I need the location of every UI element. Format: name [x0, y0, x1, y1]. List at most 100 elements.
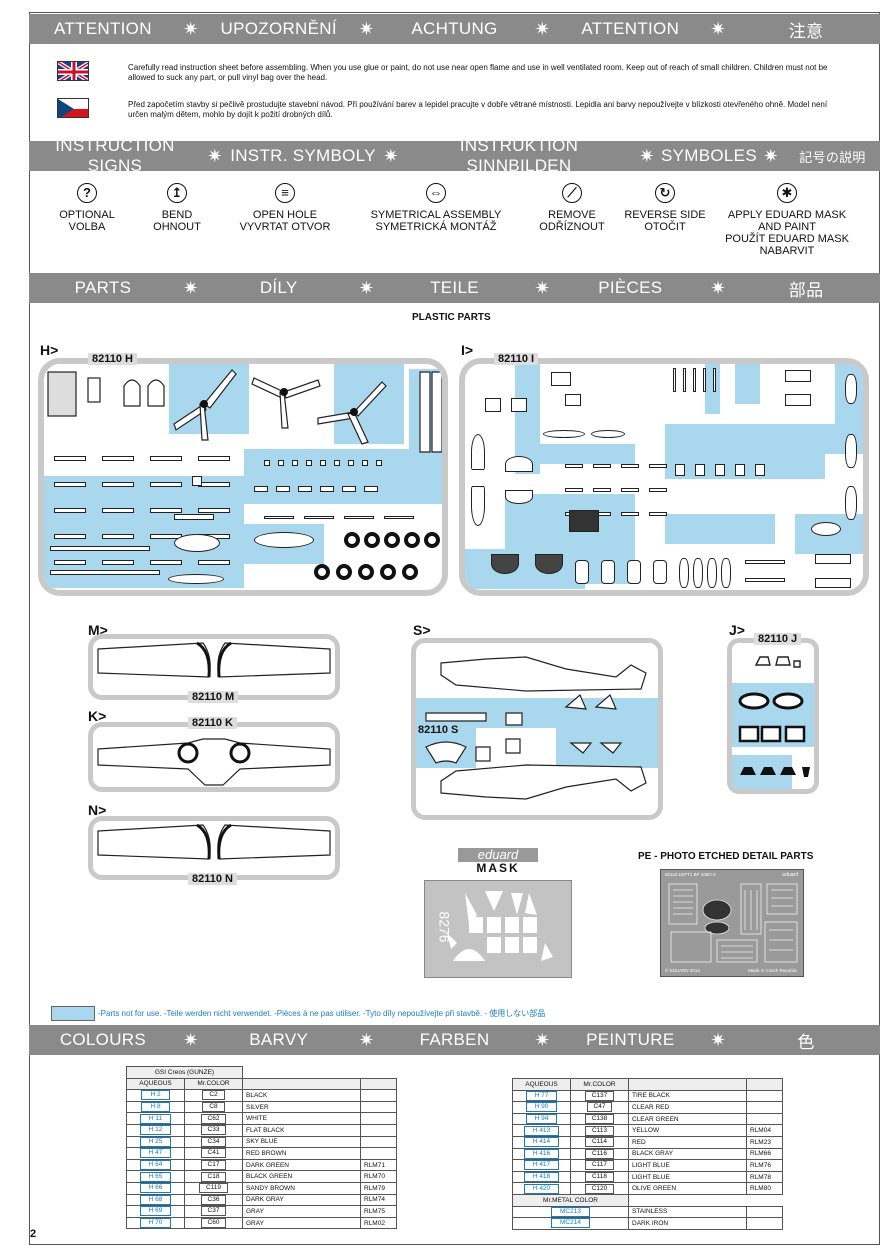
sprue-n-code: 82110 N	[188, 873, 237, 885]
aqueous-code: H 90	[525, 1102, 558, 1113]
pe-details	[668, 883, 798, 963]
colours-jp: 色	[797, 1032, 815, 1052]
sign-label: OPEN HOLE VYVRTAT OTVOR	[239, 209, 331, 233]
mrcolor-code: C116	[584, 1148, 615, 1159]
colour-name: RED BROWN	[242, 1147, 361, 1160]
sprue-h-code: 82110 H	[88, 353, 137, 365]
plastic-part	[703, 368, 706, 392]
plastic-part	[815, 554, 851, 564]
colour-name: SKY BLUE	[242, 1135, 361, 1149]
signs-en: INSTRUCTION SIGNS	[55, 136, 175, 175]
pe-copyright: © EDUARD 2012	[665, 968, 700, 973]
aqueous-code: H 70	[139, 1218, 172, 1229]
plastic-part	[673, 368, 676, 392]
plastic-part	[713, 368, 716, 392]
sign-reverse: ↻REVERSE SIDE OTOČIT	[595, 183, 735, 233]
wing-lower-halves	[97, 823, 331, 860]
mrcolor-code: C138	[584, 1114, 615, 1125]
colour-name: RED	[628, 1135, 747, 1149]
plastic-part	[292, 460, 298, 466]
sign-symmetric: ⇔SYMETRICAL ASSEMBLY SYMETRICKÁ MONTÁŽ	[366, 183, 506, 233]
sprue-s-letter: S>	[413, 622, 431, 638]
rlm-code: RLM78	[746, 1170, 783, 1184]
colour-name: GRAY	[242, 1216, 361, 1230]
aqueous-code: H 94	[525, 1114, 558, 1125]
plastic-part	[384, 516, 414, 519]
pe-fret-code: 82110-LEPT1 BF 109G-2	[665, 872, 716, 877]
lower-wing	[97, 738, 331, 786]
plastic-part	[320, 486, 334, 492]
drill-icon: ≡	[275, 183, 295, 203]
rlm-code	[360, 1123, 397, 1137]
sprue-s	[411, 638, 663, 820]
parts-fr: PIÈCES	[598, 278, 663, 297]
wheel-part	[336, 564, 352, 580]
colour-row: H 94 C138 CLEAR GREEN	[512, 1112, 783, 1126]
plastic-part	[298, 486, 312, 492]
aqueous-code: H 66	[139, 1183, 172, 1194]
plastic-part	[54, 508, 86, 513]
plastic-part	[102, 456, 134, 461]
plastic-part	[755, 464, 765, 476]
propeller-blades	[47, 369, 442, 453]
attention-jp: 注意	[788, 21, 824, 41]
aqueous-code: H 64	[139, 1160, 172, 1171]
wheel-part	[404, 532, 420, 548]
colour-name: LIGHT BLUE	[628, 1159, 747, 1172]
plastic-part	[362, 460, 368, 466]
plastic-part	[785, 394, 811, 406]
plastic-part	[693, 368, 696, 392]
mask-sheet: 8276	[424, 880, 572, 978]
plastic-part	[565, 394, 581, 406]
rlm-code: RLM70	[360, 1170, 397, 1183]
cz-flag-icon	[57, 98, 89, 118]
attention-en: ATTENTION	[54, 19, 152, 38]
aqueous-code: H 418	[523, 1172, 560, 1183]
mrcolor-code: C2	[202, 1090, 225, 1101]
parts-cz: DÍLY	[259, 278, 298, 297]
plastic-part	[575, 560, 589, 584]
rlm-code	[360, 1147, 397, 1160]
plastic-part	[675, 464, 685, 476]
gunze-group: GSI Creos (GUNZE)	[126, 1066, 243, 1079]
plastic-part	[342, 486, 356, 492]
plastic-part	[102, 508, 134, 513]
pe-title: PE - PHOTO ETCHED DETAIL PARTS	[638, 851, 814, 862]
colour-name: GRAY	[242, 1205, 361, 1218]
mrcolor-code: C118	[584, 1172, 615, 1183]
signs-cz: INSTR. SYMBOLY	[230, 146, 376, 165]
colour-name: CLEAR GREEN	[628, 1112, 747, 1126]
wheel-part	[424, 532, 440, 548]
uk-flag-icon	[57, 61, 89, 81]
metal-group: Mr.METAL COLOR	[512, 1193, 629, 1207]
plastic-part	[683, 368, 686, 392]
plastic-part	[264, 516, 294, 519]
aqueous-code: H 47	[139, 1148, 172, 1159]
metal-code: MC214	[551, 1218, 590, 1229]
plastic-part	[54, 534, 86, 539]
plastic-part	[254, 532, 314, 548]
plastic-part	[565, 464, 583, 468]
plastic-part	[535, 554, 563, 574]
mrcolor-code: C17	[200, 1160, 227, 1171]
signs-jp: 記号の説明	[799, 149, 866, 165]
plastic-part	[376, 460, 382, 466]
plastic-part	[707, 558, 717, 588]
rlm-code	[360, 1112, 397, 1125]
sprue-k	[88, 722, 340, 792]
rlm-code: RLM75	[360, 1205, 397, 1218]
sign-label: REMOVE ODŘÍZNOUT	[539, 209, 605, 233]
aqueous-header: AQUEOUS	[126, 1077, 185, 1091]
sprue-k-code: 82110 K	[188, 717, 237, 729]
pe-fret: 82110-LEPT1 BF 109G-2 eduard © EDUARD 20…	[660, 869, 804, 977]
aqueous-code: H 416	[523, 1148, 560, 1159]
colours-de: FARBEN	[419, 1030, 490, 1049]
sprue-k-letter: K>	[88, 708, 107, 724]
plastic-part	[54, 456, 86, 461]
signs-de: INSTRUKTION SINNBILDEN	[459, 136, 579, 175]
